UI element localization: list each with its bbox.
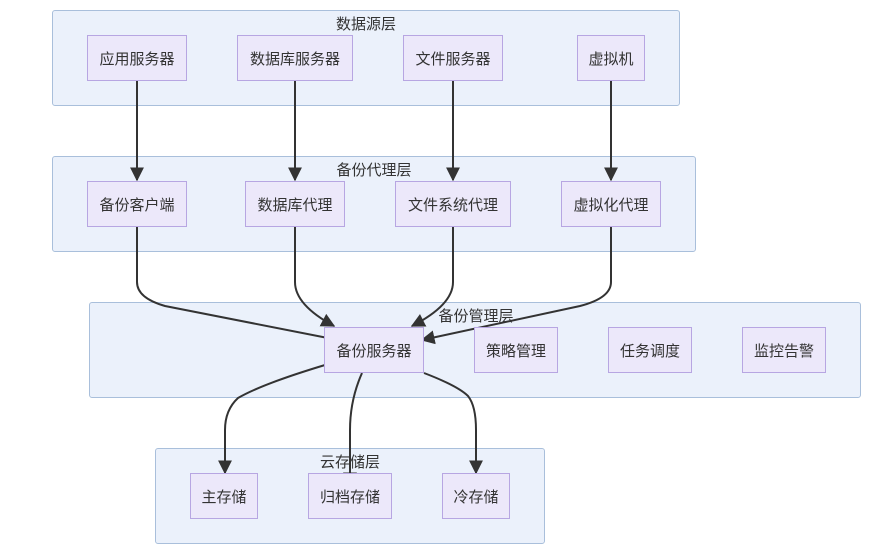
edge-fs-agent-to-backup-server xyxy=(410,227,454,327)
node-fs-agent: 文件系统代理 xyxy=(395,181,511,227)
layer-title-data-source: 数据源层 xyxy=(335,15,396,33)
node-backup-server: 备份服务器 xyxy=(324,327,424,373)
node-vm: 虚拟机 xyxy=(577,35,645,81)
node-monitor-alert: 监控告警 xyxy=(742,327,826,373)
node-archive-storage: 归档存储 xyxy=(308,473,392,519)
edge-virt-agent-to-backup-server xyxy=(420,227,612,345)
layer-title-backup-management: 备份管理层 xyxy=(438,307,514,325)
layer-title-backup-agent: 备份代理层 xyxy=(336,161,412,179)
edge-db-agent-to-backup-server xyxy=(294,227,336,327)
node-backup-client: 备份客户端 xyxy=(87,181,187,227)
node-file-server: 文件服务器 xyxy=(403,35,503,81)
node-policy-mgmt: 策略管理 xyxy=(474,327,558,373)
node-task-schedule: 任务调度 xyxy=(608,327,692,373)
node-app-server: 应用服务器 xyxy=(87,35,187,81)
node-db-server: 数据库服务器 xyxy=(237,35,353,81)
node-primary-storage: 主存储 xyxy=(190,473,258,519)
edge-backup-server-to-primary-storage xyxy=(218,364,326,475)
edge-backup-server-to-cold-storage xyxy=(423,372,483,475)
node-cold-storage: 冷存储 xyxy=(442,473,510,519)
node-db-agent: 数据库代理 xyxy=(245,181,345,227)
edge-backup-server-to-archive-storage xyxy=(343,372,363,487)
edge-backup-client-to-backup-server xyxy=(136,227,340,345)
node-virt-agent: 虚拟化代理 xyxy=(561,181,661,227)
